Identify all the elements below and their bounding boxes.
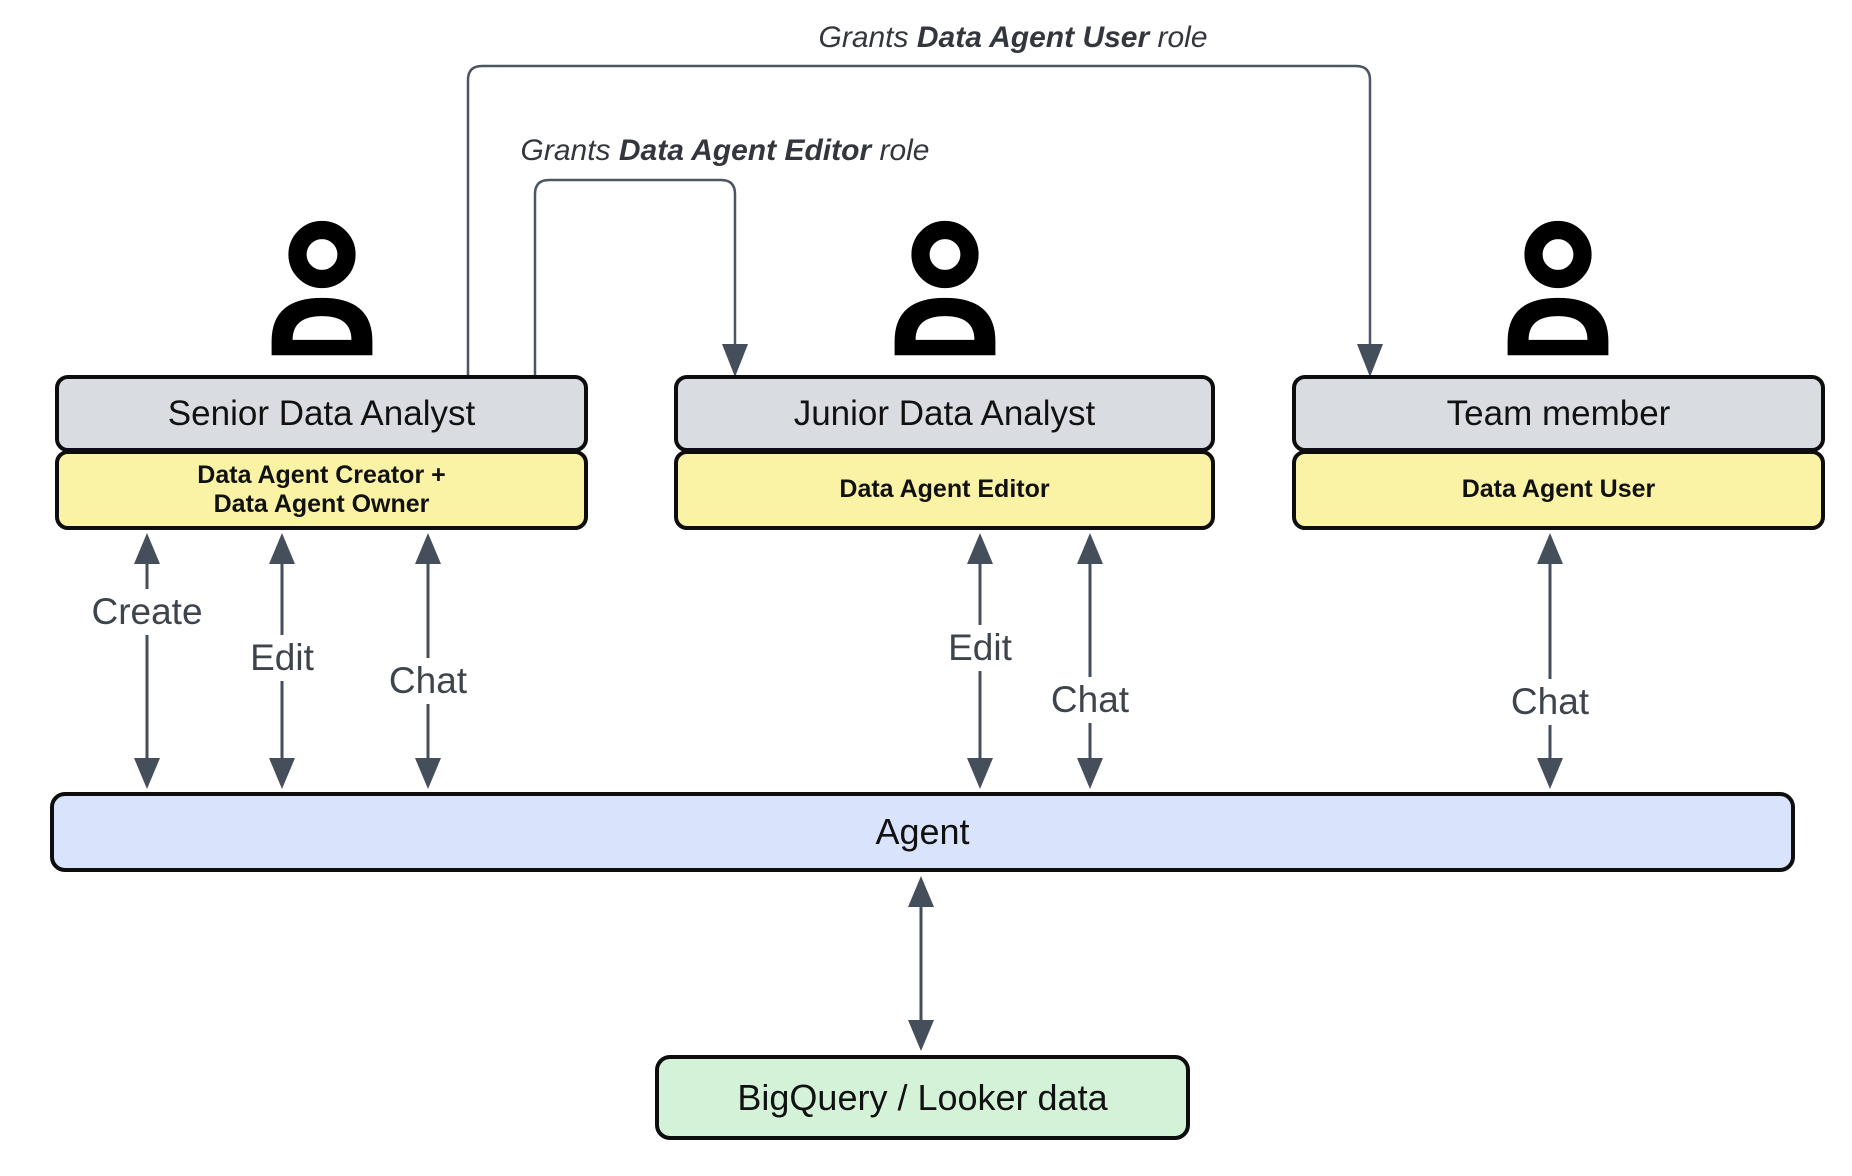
grant-editor-suffix: role — [871, 134, 930, 167]
senior-role-line1: Data Agent Creator + — [197, 460, 446, 489]
grant-editor-connector — [533, 178, 748, 377]
junior-analyst-role-badge: Data Agent Editor — [674, 450, 1215, 530]
create-arrow — [134, 533, 160, 789]
grant-editor-role-name: Data Agent Editor — [618, 134, 872, 167]
grant-user-role-name: Data Agent User — [916, 21, 1150, 54]
team-chat-arrow — [1537, 533, 1563, 789]
senior-analyst-role-badge: Data Agent Creator + Data Agent Owner — [55, 450, 588, 530]
junior-chat-arrow — [1077, 533, 1103, 789]
agent-label: Agent — [875, 811, 970, 852]
team-member-card: Team member — [1292, 375, 1825, 452]
senior-analyst-card: Senior Data Analyst — [55, 375, 588, 452]
junior-analyst-title: Junior Data Analyst — [793, 393, 1096, 433]
team-role-line1: Data Agent User — [1461, 475, 1656, 504]
grant-user-prefix: Grants — [818, 21, 917, 54]
person-icon — [1507, 220, 1609, 356]
person-icon — [271, 220, 373, 356]
team-chat-label: Chat — [1503, 679, 1597, 725]
grant-editor-label: Grants Data Agent Editor role — [521, 134, 930, 168]
team-member-title: Team member — [1446, 393, 1671, 433]
senior-analyst-title: Senior Data Analyst — [167, 393, 476, 433]
junior-role-line1: Data Agent Editor — [839, 475, 1050, 504]
senior-edit-label: Edit — [243, 635, 321, 681]
person-icon — [894, 220, 996, 356]
datastore-box: BigQuery / Looker data — [655, 1055, 1190, 1140]
senior-chat-label: Chat — [381, 658, 475, 704]
junior-chat-label: Chat — [1043, 677, 1137, 723]
agent-bar: Agent — [50, 792, 1795, 872]
grant-user-suffix: role — [1149, 21, 1208, 54]
create-label: Create — [84, 589, 210, 635]
junior-edit-label: Edit — [941, 625, 1019, 671]
grant-user-connector — [466, 64, 1383, 377]
team-member-role-badge: Data Agent User — [1292, 450, 1825, 530]
datastore-label: BigQuery / Looker data — [737, 1076, 1108, 1118]
senior-role-line2: Data Agent Owner — [213, 490, 430, 518]
agent-datastore-arrow — [908, 876, 934, 1051]
junior-analyst-card: Junior Data Analyst — [674, 375, 1215, 452]
grant-user-label: Grants Data Agent User role — [818, 21, 1207, 55]
grant-editor-prefix: Grants — [520, 134, 619, 167]
